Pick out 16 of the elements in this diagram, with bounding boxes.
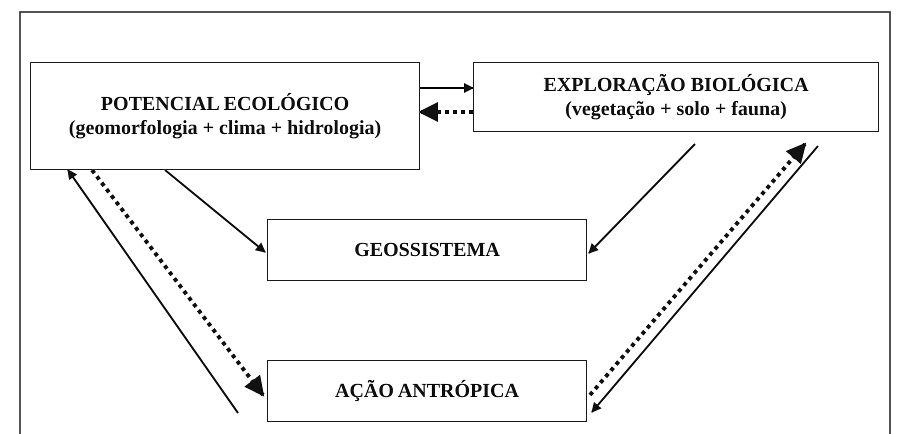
box-subtitle: (vegetação + solo + fauna) xyxy=(565,97,787,121)
arrow xyxy=(420,83,474,93)
box-heading: POTENCIAL ECOLÓGICO xyxy=(100,92,350,116)
process-box xyxy=(30,62,420,170)
process-box xyxy=(267,219,587,281)
dotted-arrow xyxy=(90,168,265,397)
process-box xyxy=(267,360,587,422)
dotted-arrow xyxy=(418,102,473,122)
arrow xyxy=(67,169,239,414)
box-subtitle: (geomorfologia + clima + hidrologia) xyxy=(68,116,382,140)
process-box xyxy=(473,62,879,132)
box-heading: GEOSSISTEMA xyxy=(354,238,500,262)
arrow xyxy=(164,169,266,253)
arrow xyxy=(588,143,696,254)
box-heading: EXPLORAÇÃO BIOLÓGICA xyxy=(543,73,809,97)
box-heading: AÇÃO ANTRÓPICA xyxy=(335,379,519,403)
